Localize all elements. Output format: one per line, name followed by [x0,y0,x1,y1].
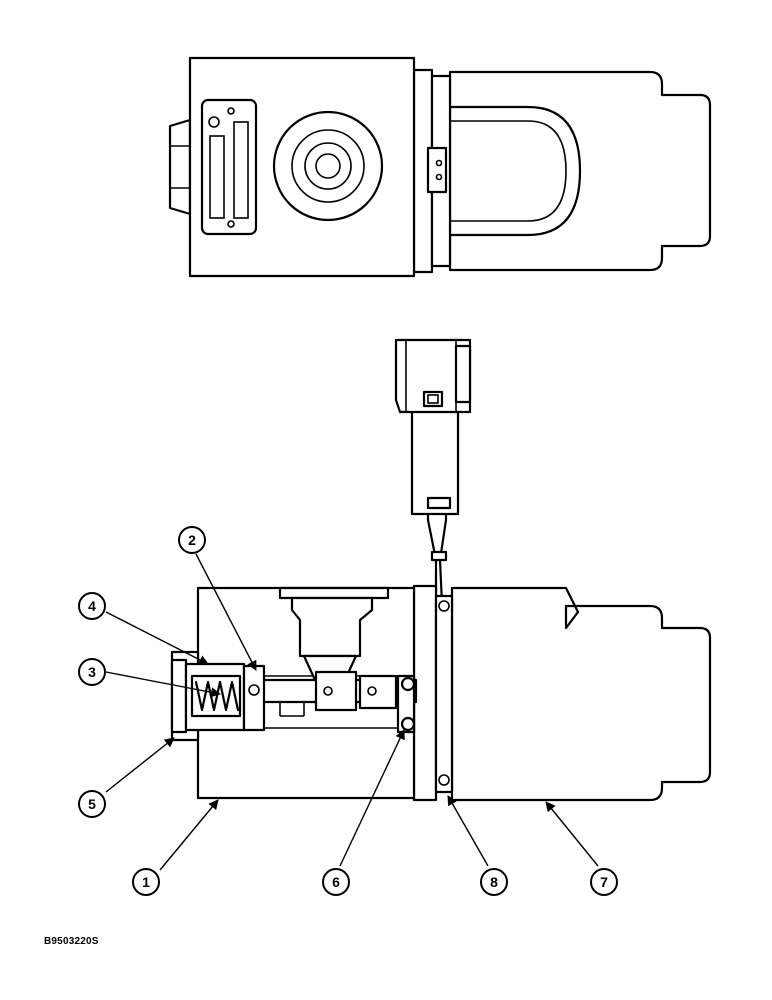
top-view [168,56,712,278]
electrical-connector [394,338,472,606]
leader-2 [195,553,257,671]
leader-4 [105,611,209,665]
callout-3: 3 [78,658,106,686]
callout-7-label: 7 [600,874,608,890]
callout-2-label: 2 [188,532,196,548]
callout-4: 4 [78,592,106,620]
callout-1-label: 1 [142,874,150,890]
leader-7 [545,801,599,867]
side-flange [412,584,438,802]
callout-6-label: 6 [332,874,340,890]
connector-plug [394,338,472,414]
leader-5 [105,737,175,793]
leader-lines [105,553,599,871]
callout-1: 1 [132,868,160,896]
top-wire-loop [448,105,582,237]
leader-3 [105,671,221,698]
top-hex-nut [168,118,192,216]
top-cartridge [272,110,384,222]
leader-8 [447,795,489,867]
side-piston [242,664,266,732]
callout-8: 8 [480,868,508,896]
callout-8-label: 8 [490,874,498,890]
callout-7: 7 [590,868,618,896]
side-coil-housing [450,586,712,802]
callout-5-label: 5 [88,796,96,812]
leader-1 [159,799,219,871]
top-terminal-tab [426,146,448,194]
figure-reference-code: B9503220S [44,936,99,947]
callout-3-label: 3 [88,664,96,680]
callout-2: 2 [178,526,206,554]
callout-5: 5 [78,790,106,818]
callout-6: 6 [322,868,350,896]
top-nameplate [200,98,258,236]
leader-6 [339,729,405,867]
side-section-view [170,584,712,802]
side-cartridge [290,596,374,658]
connector-sleeve [410,394,460,516]
callout-4-label: 4 [88,598,96,614]
